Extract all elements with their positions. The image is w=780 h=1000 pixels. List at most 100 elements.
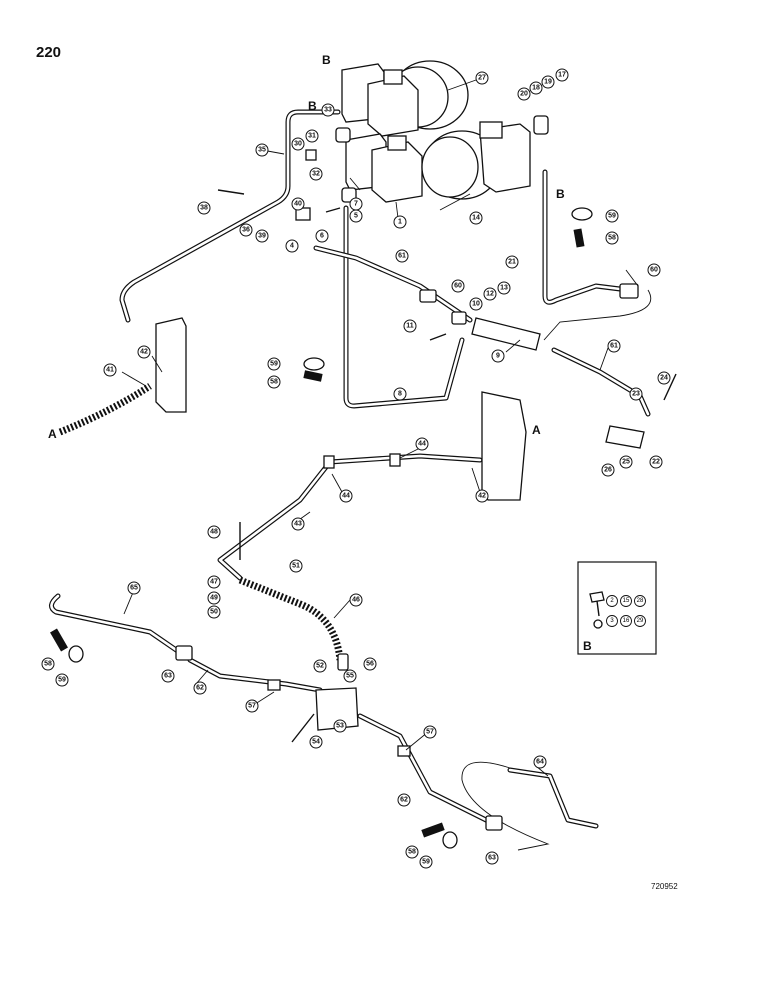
svg-text:42: 42 — [140, 349, 148, 356]
callout-17: 17 — [555, 68, 569, 82]
callout-64: 64 — [533, 755, 547, 769]
callout-36: 36 — [239, 223, 253, 237]
view-letters: B B B A A — [48, 53, 565, 441]
detail-callout-28: 28 — [634, 595, 646, 607]
svg-text:62: 62 — [196, 685, 204, 692]
svg-text:32: 32 — [312, 171, 320, 178]
view-letter-b-2: B — [308, 99, 317, 113]
svg-text:30: 30 — [294, 141, 302, 148]
svg-text:7: 7 — [354, 201, 358, 208]
svg-text:44: 44 — [418, 441, 426, 448]
view-letter-a-2: A — [532, 423, 541, 437]
fittings — [50, 189, 677, 849]
svg-text:42: 42 — [478, 493, 486, 500]
svg-text:59: 59 — [270, 361, 278, 368]
svg-text:58: 58 — [270, 379, 278, 386]
callout-55: 55 — [343, 669, 357, 683]
svg-text:33: 33 — [324, 107, 332, 114]
detail-inset-b: 2 15 28 3 16 29 B — [577, 561, 657, 655]
drawing-id: 720952 — [651, 882, 678, 891]
svg-text:29: 29 — [637, 618, 644, 624]
svg-text:22: 22 — [652, 459, 660, 466]
callout-38: 38 — [197, 201, 211, 215]
callout-4: 4 — [285, 239, 299, 253]
svg-text:54: 54 — [312, 739, 320, 746]
svg-text:50: 50 — [210, 609, 218, 616]
svg-text:59: 59 — [608, 213, 616, 220]
callout-44-left: 44 — [339, 489, 353, 503]
callout-33: 33 — [321, 103, 335, 117]
brackets — [155, 317, 645, 731]
callout-44-right: 44 — [415, 437, 429, 451]
callout-62-right: 62 — [397, 793, 411, 807]
callout-58-a: 58 — [267, 375, 281, 389]
callout-20: 20 — [517, 87, 531, 101]
svg-text:40: 40 — [294, 201, 302, 208]
callout-35: 35 — [255, 143, 269, 157]
callout-65: 65 — [127, 581, 141, 595]
svg-text:31: 31 — [308, 133, 316, 140]
callout-60-upper: 60 — [451, 279, 465, 293]
callout-10: 10 — [469, 297, 483, 311]
page-number: 220 — [36, 44, 62, 61]
callout-7: 7 — [349, 197, 363, 211]
svg-text:58: 58 — [408, 849, 416, 856]
detail-callout-29: 29 — [634, 615, 646, 627]
callout-42-upper: 42 — [137, 345, 151, 359]
svg-text:2: 2 — [610, 598, 614, 604]
svg-text:59: 59 — [422, 859, 430, 866]
detail-callout-15: 15 — [620, 595, 632, 607]
callout-19: 19 — [541, 75, 555, 89]
callout-5: 5 — [349, 209, 363, 223]
callout-41: 41 — [103, 363, 117, 377]
svg-text:56: 56 — [366, 661, 374, 668]
svg-text:60: 60 — [650, 267, 658, 274]
svg-text:57: 57 — [426, 729, 434, 736]
callout-12: 12 — [483, 287, 497, 301]
callout-47: 47 — [207, 575, 221, 589]
callout-59-d: 59 — [419, 855, 433, 869]
callout-8: 8 — [393, 387, 407, 401]
callout-63-left: 63 — [161, 669, 175, 683]
callout-6: 6 — [315, 229, 329, 243]
svg-text:62: 62 — [400, 797, 408, 804]
view-letter-b-1: B — [322, 53, 331, 67]
svg-text:28: 28 — [637, 598, 644, 604]
callout-18: 18 — [529, 81, 543, 95]
callout-23: 23 — [629, 387, 643, 401]
callout-60-right: 60 — [647, 263, 661, 277]
detail-label: B — [583, 639, 592, 653]
svg-text:26: 26 — [604, 467, 612, 474]
svg-text:51: 51 — [292, 563, 300, 570]
svg-text:16: 16 — [623, 618, 630, 624]
svg-text:36: 36 — [242, 227, 250, 234]
svg-text:8: 8 — [398, 391, 402, 398]
svg-text:58: 58 — [44, 661, 52, 668]
svg-text:3: 3 — [610, 618, 614, 624]
svg-text:24: 24 — [660, 375, 668, 382]
detail-callout-16: 16 — [620, 615, 632, 627]
svg-text:53: 53 — [336, 723, 344, 730]
callout-57-right: 57 — [423, 725, 437, 739]
callout-1: 1 — [393, 215, 407, 229]
callout-31: 31 — [305, 129, 319, 143]
callout-40: 40 — [291, 197, 305, 211]
callout-53: 53 — [333, 719, 347, 733]
callout-27: 27 — [475, 71, 489, 85]
callout-46: 46 — [349, 593, 363, 607]
callout-24: 24 — [657, 371, 671, 385]
callout-48: 48 — [207, 525, 221, 539]
svg-text:18: 18 — [532, 85, 540, 92]
svg-text:64: 64 — [536, 759, 544, 766]
svg-text:15: 15 — [623, 598, 630, 604]
svg-text:63: 63 — [164, 673, 172, 680]
callout-49: 49 — [207, 591, 221, 605]
svg-text:49: 49 — [210, 595, 218, 602]
callout-13: 13 — [497, 281, 511, 295]
detail-callout-3: 3 — [606, 615, 618, 627]
callout-62-left: 62 — [193, 681, 207, 695]
callout-43: 43 — [291, 517, 305, 531]
svg-text:11: 11 — [406, 323, 414, 330]
callout-51: 51 — [289, 559, 303, 573]
